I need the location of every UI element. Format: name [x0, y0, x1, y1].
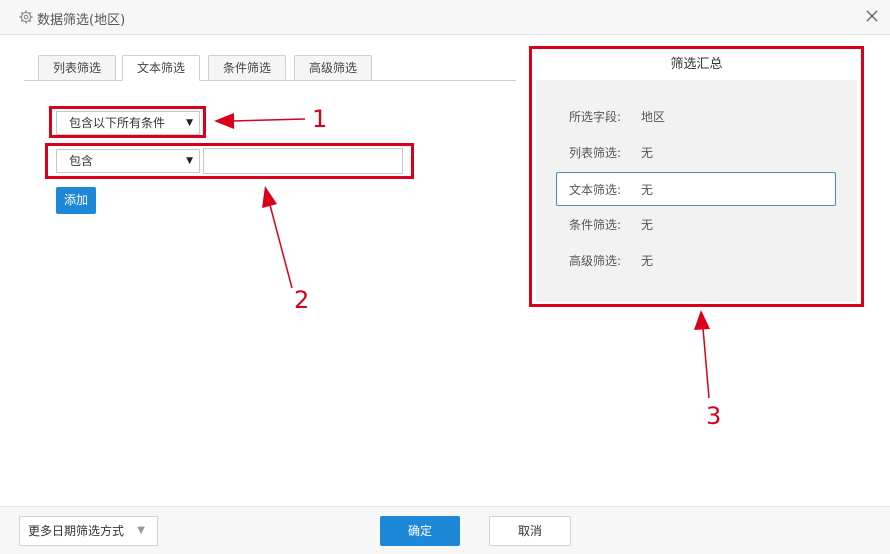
more-date-filter-dropdown[interactable]: 更多日期筛选方式 ▼ [19, 516, 158, 546]
match-mode-value: 包含以下所有条件 [69, 116, 166, 130]
summary-row-value: 无 [641, 146, 654, 160]
summary-body: 所选字段: 地区 列表筛选: 无 文本筛选: 无 条件筛选: 无 高级筛选: 无 [536, 80, 857, 302]
caret-down-icon: ▼ [186, 118, 193, 128]
callout-number-2: 2 [294, 286, 310, 314]
gear-icon [19, 10, 33, 24]
summary-row-value: 无 [641, 254, 654, 268]
dialog-titlebar: 数据筛选(地区) [0, 0, 890, 35]
operator-select[interactable]: 包含 ▼ [56, 149, 200, 173]
caret-down-icon: ▼ [137, 525, 145, 536]
callout-number-3: 3 [706, 402, 722, 430]
summary-row-value: 无 [641, 183, 654, 197]
summary-row-label: 高级筛选: [569, 254, 622, 268]
filter-summary-panel: 筛选汇总 所选字段: 地区 列表筛选: 无 文本筛选: 无 条件筛选: 无 高级… [532, 48, 861, 304]
annotation-arrow-3 [694, 310, 710, 399]
filter-tabs: 列表筛选 文本筛选 条件筛选 高级筛选 [24, 55, 516, 81]
cancel-button[interactable]: 取消 [489, 516, 571, 546]
ok-button[interactable]: 确定 [380, 516, 460, 546]
summary-row-list-filter[interactable]: 列表筛选: 无 [536, 136, 857, 170]
summary-title: 筛选汇总 [670, 57, 723, 72]
tab-list-filter[interactable]: 列表筛选 [38, 55, 116, 81]
tab-text-filter[interactable]: 文本筛选 [122, 55, 200, 81]
summary-row-value: 地区 [641, 110, 666, 124]
summary-row-condition-filter[interactable]: 条件筛选: 无 [536, 208, 857, 242]
summary-row-field[interactable]: 所选字段: 地区 [536, 100, 857, 134]
tab-condition-filter[interactable]: 条件筛选 [208, 55, 286, 81]
summary-row-label: 列表筛选: [569, 146, 622, 160]
close-icon[interactable] [864, 8, 880, 24]
filter-value-input[interactable] [203, 148, 403, 174]
summary-row-advanced-filter[interactable]: 高级筛选: 无 [536, 244, 857, 278]
match-mode-select[interactable]: 包含以下所有条件 ▼ [56, 111, 200, 135]
annotation-box-3 [529, 46, 864, 307]
annotation-box-1 [49, 106, 206, 138]
operator-value: 包含 [69, 154, 94, 168]
summary-row-label: 条件筛选: [569, 218, 622, 232]
annotation-arrow-1 [214, 113, 306, 129]
more-date-filter-label: 更多日期筛选方式 [28, 524, 125, 538]
caret-down-icon: ▼ [186, 156, 193, 166]
summary-row-value: 无 [641, 218, 654, 232]
annotation-arrow-2 [262, 186, 293, 289]
annotation-box-2 [45, 143, 414, 179]
add-button[interactable]: 添加 [56, 187, 96, 214]
callout-number-1: 1 [312, 105, 328, 133]
summary-row-label: 文本筛选: [569, 183, 622, 197]
dialog-title: 数据筛选(地区) [37, 13, 126, 28]
dialog-footer: 更多日期筛选方式 ▼ 确定 取消 [0, 506, 890, 554]
summary-row-text-filter[interactable]: 文本筛选: 无 [556, 172, 836, 206]
tab-advanced-filter[interactable]: 高级筛选 [294, 55, 372, 81]
summary-row-label: 所选字段: [569, 110, 622, 124]
